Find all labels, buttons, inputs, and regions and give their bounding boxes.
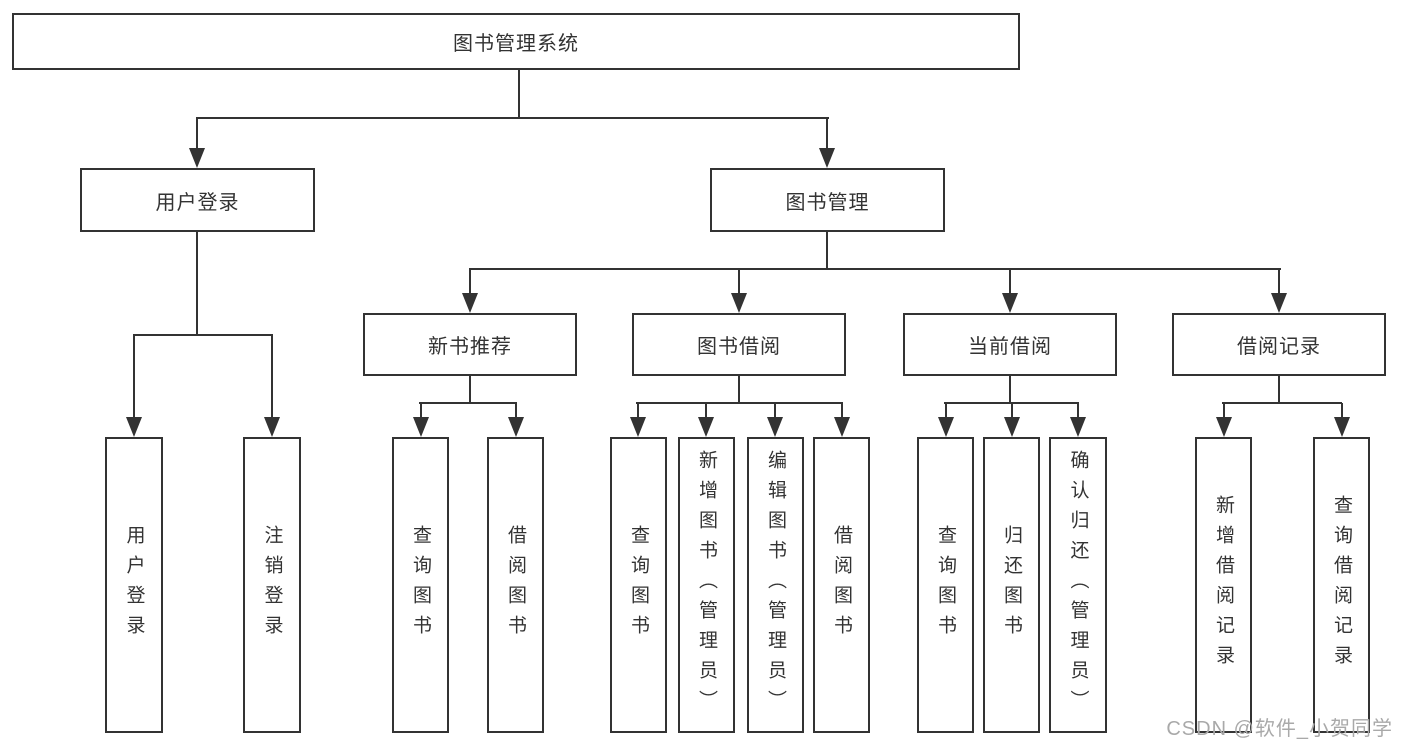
connector-line — [826, 118, 828, 150]
connector-line — [196, 117, 829, 119]
node-user-login: 用户登录 — [80, 168, 315, 232]
connector-line — [826, 232, 828, 270]
arrow-down-icon — [126, 417, 142, 437]
connector-line — [944, 403, 947, 419]
connector-line — [271, 335, 273, 419]
arrow-down-icon — [462, 293, 478, 313]
node-edit-book-admin: 编辑图书（管理员） — [747, 437, 804, 733]
connector-line — [636, 402, 843, 404]
connector-line — [738, 269, 740, 295]
connector-line — [1278, 376, 1280, 404]
connector-line — [469, 376, 471, 404]
arrow-down-icon — [629, 417, 646, 437]
node-confirm-return-admin: 确认归还（管理员） — [1049, 437, 1107, 733]
connector-line — [1009, 376, 1011, 404]
connector-line — [738, 376, 740, 404]
node-current-borrow: 当前借阅 — [903, 313, 1117, 376]
connector-line — [514, 403, 517, 419]
connector-line — [636, 403, 639, 419]
arrow-down-icon — [189, 148, 205, 168]
node-query-books-recommend: 查询图书 — [392, 437, 449, 733]
connector-line — [1278, 269, 1280, 295]
node-borrow-book-leaf: 借阅图书 — [813, 437, 870, 733]
arrow-down-icon — [507, 417, 524, 437]
connector-line — [469, 269, 471, 295]
connector-line — [196, 232, 198, 336]
csdn-watermark: CSDN @软件_小贺同学 — [1166, 718, 1393, 740]
node-query-books-borrow: 查询图书 — [610, 437, 667, 733]
arrow-down-icon — [1002, 293, 1018, 313]
arrow-down-icon — [1069, 417, 1086, 437]
arrow-down-icon — [1003, 417, 1020, 437]
connector-line — [133, 334, 273, 336]
connector-line — [1009, 269, 1011, 295]
arrow-down-icon — [697, 417, 714, 437]
arrow-down-icon — [819, 148, 835, 168]
arrow-down-icon — [1215, 417, 1232, 437]
arrow-down-icon — [833, 417, 850, 437]
arrow-down-icon — [264, 417, 280, 437]
connector-line — [133, 335, 135, 419]
connector-line — [469, 268, 1281, 270]
connector-line — [1010, 403, 1013, 419]
connector-line — [704, 403, 707, 419]
node-add-book-admin: 新增图书（管理员） — [678, 437, 735, 733]
node-new-book-recommend: 新书推荐 — [363, 313, 577, 376]
connector-line — [1340, 403, 1343, 419]
connector-line — [419, 403, 422, 419]
node-query-books-current: 查询图书 — [917, 437, 974, 733]
connector-line — [773, 403, 776, 419]
node-add-borrow-record: 新增借阅记录 — [1195, 437, 1252, 733]
connector-line — [1222, 403, 1225, 419]
arrow-down-icon — [412, 417, 429, 437]
connector-line — [196, 118, 198, 150]
node-book-management: 图书管理 — [710, 168, 945, 232]
connector-line — [1076, 403, 1079, 419]
node-root-system: 图书管理系统 — [12, 13, 1020, 70]
connector-line — [419, 402, 517, 404]
arrow-down-icon — [1271, 293, 1287, 313]
node-user-login-leaf: 用户登录 — [105, 437, 163, 733]
arrow-down-icon — [937, 417, 954, 437]
arrow-down-icon — [766, 417, 783, 437]
node-borrow-book-recommend: 借阅图书 — [487, 437, 544, 733]
arrow-down-icon — [1333, 417, 1350, 437]
node-return-book: 归还图书 — [983, 437, 1040, 733]
connector-line — [518, 70, 520, 118]
node-book-borrow: 图书借阅 — [632, 313, 846, 376]
connector-line — [1222, 402, 1342, 404]
node-borrow-records: 借阅记录 — [1172, 313, 1386, 376]
node-query-borrow-record: 查询借阅记录 — [1313, 437, 1370, 733]
arrow-down-icon — [731, 293, 747, 313]
node-logout-leaf: 注销登录 — [243, 437, 301, 733]
connector-line — [840, 403, 843, 419]
